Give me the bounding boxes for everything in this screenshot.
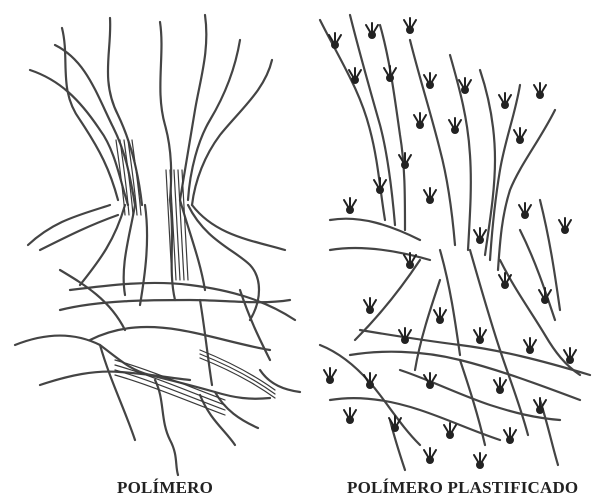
plasticizer-molecule [444,423,456,439]
plasticizer-molecule [344,198,356,214]
plasticizer-molecules [324,18,576,469]
plasticizer-molecule [474,328,486,344]
plasticizer-molecule [366,23,378,39]
plasticized-chains [320,15,590,470]
plasticizer-molecule [449,118,461,134]
plasticizer-molecule [504,428,516,444]
plasticizer-molecule [534,83,546,99]
plasticizer-molecule [424,448,436,464]
plasticized-polymer-diagram [303,0,606,478]
plasticizer-molecule [374,178,386,194]
plasticizer-molecule [424,188,436,204]
plasticizer-molecule [399,153,411,169]
polymer-diagram [0,0,303,478]
plasticizer-molecule [524,338,536,354]
plasticizer-molecule [514,128,526,144]
plasticizer-molecule [384,66,396,82]
plasticizer-molecule [559,218,571,234]
polymer-caption: POLÍMERO [117,478,213,498]
plasticizer-molecule [424,373,436,389]
plasticized-polymer-caption: POLÍMERO PLASTIFICADO [347,478,578,498]
plasticizer-molecule [499,93,511,109]
polymer-chains [15,15,300,475]
plasticizer-molecule [344,408,356,424]
plasticizer-molecule [474,453,486,469]
plasticizer-molecule [424,73,436,89]
plasticizer-molecule [434,308,446,324]
plasticizer-molecule [519,203,531,219]
plasticizer-molecule [364,298,376,314]
plasticizer-molecule [414,113,426,129]
plasticizer-molecule [474,228,486,244]
plasticizer-molecule [404,18,416,34]
plasticizer-molecule [494,378,506,394]
plasticizer-molecule [324,368,336,384]
